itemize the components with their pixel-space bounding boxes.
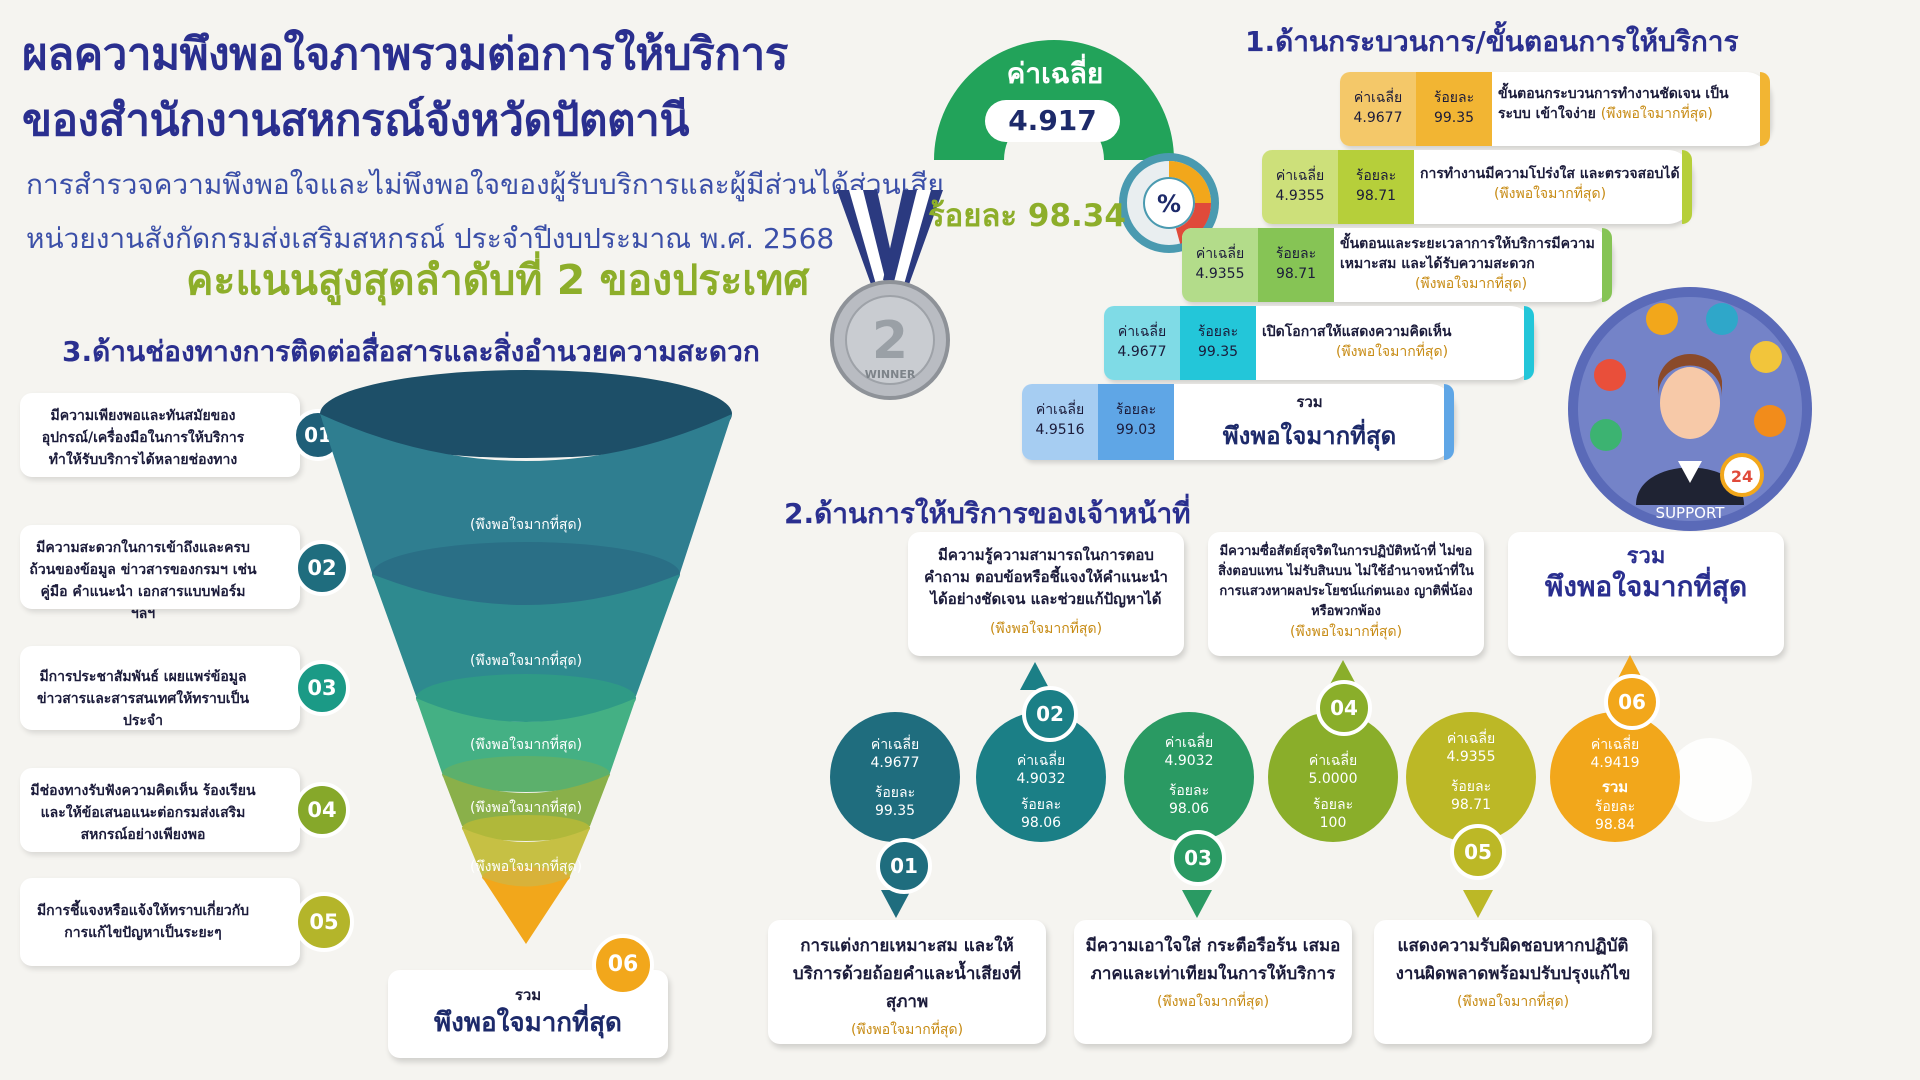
average-value: 4.917 xyxy=(985,100,1120,142)
s3-item: มีความสะดวกในการเข้าถึงและครบถ้วนของข้อม… xyxy=(20,525,300,622)
s2-box-top: มีความซื่อสัตย์สุจริตในการปฏิบัติหน้าที่… xyxy=(1208,532,1484,656)
funnel-level-1: (พึงพอใจมากที่สุด) xyxy=(469,517,583,533)
s2-badge: 01 xyxy=(876,838,932,894)
percent-symbol: % xyxy=(1157,190,1181,218)
section-1-title: 1.ด้านกระบวนการ/ขั้นตอนการให้บริการ xyxy=(1245,25,1739,58)
s3-item: มีการชี้แจงหรือแจ้งให้ทราบเกี่ยวกับการแก… xyxy=(20,878,300,966)
medal-number: 2 xyxy=(872,311,908,371)
s2-badge: 05 xyxy=(1450,824,1506,880)
title-line-2: ของสำนักงานสหกรณ์จังหวัดปัตตานี xyxy=(22,95,689,146)
s2-box-bottom: การแต่งกายเหมาะสม และให้บริการด้วยถ้อยคำ… xyxy=(768,920,1046,1044)
s2-badge: 06 xyxy=(1604,674,1660,730)
s3-total-value: พึงพอใจมากที่สุด xyxy=(434,1008,622,1038)
support-illustration: 24 SUPPORT xyxy=(1568,287,1812,531)
s1-desc: การทำงานมีความโปร่งใส และตรวจสอบได้(พึงพ… xyxy=(1420,166,1680,202)
s1-row-accent xyxy=(1444,384,1454,460)
s3-badge: 05 xyxy=(294,892,354,952)
s2-badge: 04 xyxy=(1316,680,1372,736)
s1-total-label: รวม xyxy=(1296,393,1323,411)
s3-badge: 03 xyxy=(294,660,350,716)
funnel-level-2: (พึงพอใจมากที่สุด) xyxy=(469,653,583,669)
s1-desc: เปิดโอกาสให้แสดงความคิดเห็น(พึงพอใจมากที… xyxy=(1262,324,1452,360)
funnel-graphic xyxy=(320,370,732,944)
s3-total-label: รวม xyxy=(514,986,542,1004)
s1-row-accent xyxy=(1682,150,1692,224)
title-line-1: ผลความพึงพอใจภาพรวมต่อการให้บริการ xyxy=(22,29,788,80)
subtitle: การสำรวจความพึงพอใจและไม่พึงพอใจของผู้รั… xyxy=(26,168,944,255)
percent-text: ร้อยละ 98.34 xyxy=(928,198,1126,234)
page-title: ผลความพึงพอใจภาพรวมต่อการให้บริการ ของสำ… xyxy=(22,22,788,154)
section-3-title: 3.ด้านช่องทางการติดต่อสื่อสารและสิ่งอำนว… xyxy=(62,335,760,368)
s2-box-top: มีความรู้ความสามารถในการตอบคำถาม ตอบข้อห… xyxy=(908,532,1184,656)
s3-badge: 02 xyxy=(294,540,350,596)
s2-badge: 03 xyxy=(1170,830,1226,886)
s2-box-bottom: มีความเอาใจใส่ กระตือรือร้น เสมอภาคและเท… xyxy=(1074,920,1352,1044)
clock-24-icon: 24 xyxy=(1731,467,1753,486)
funnel-level-3: (พึงพอใจมากที่สุด) xyxy=(469,737,583,753)
average-label: ค่าเฉลี่ย xyxy=(1006,57,1104,90)
s1-row-accent xyxy=(1760,72,1770,146)
s3-badge: 04 xyxy=(294,782,350,838)
s3-item: มีช่องทางรับฟังความคิดเห็น ร้องเรียน และ… xyxy=(20,768,300,852)
rank-text: คะแนนสูงสุดลำดับที่ 2 ของประเทศ xyxy=(186,256,810,304)
s1-desc: ขั้นตอนและระยะเวลาการให้บริการมีความเหมา… xyxy=(1340,236,1595,292)
s3-item: มีความเพียงพอและทันสมัยของอุปกรณ์/เครื่อ… xyxy=(20,393,300,477)
s2-badge: 02 xyxy=(1022,686,1078,742)
support-label: SUPPORT xyxy=(1656,504,1726,522)
s1-desc: ขั้นตอนกระบวนการทำงานชัดเจน เป็นระบบ เข้… xyxy=(1498,86,1729,122)
funnel-level-5: (พึงพอใจมากที่สุด) xyxy=(469,859,583,875)
medal-text: WINNER xyxy=(865,368,916,381)
s1-row-accent xyxy=(1524,306,1534,380)
s1-row-accent xyxy=(1602,228,1612,302)
s2-box-bottom: แสดงความรับผิดชอบหากปฏิบัติงานผิดพลาดพร้… xyxy=(1374,920,1652,1044)
s1-total-value: พึงพอใจมากที่สุด xyxy=(1222,422,1397,450)
s3-total-badge: 06 xyxy=(592,934,654,996)
s3-item: มีการประชาสัมพันธ์ เผยแพร่ข้อมูลข่าวสารแ… xyxy=(20,646,300,730)
section-2-title: 2.ด้านการให้บริการของเจ้าหน้าที่ xyxy=(784,497,1191,530)
medal-icon: 2 WINNER xyxy=(830,190,950,400)
funnel-level-4: (พึงพอใจมากที่สุด) xyxy=(469,800,583,816)
s2-total-box: รวม พึงพอใจมากที่สุด xyxy=(1508,532,1784,656)
